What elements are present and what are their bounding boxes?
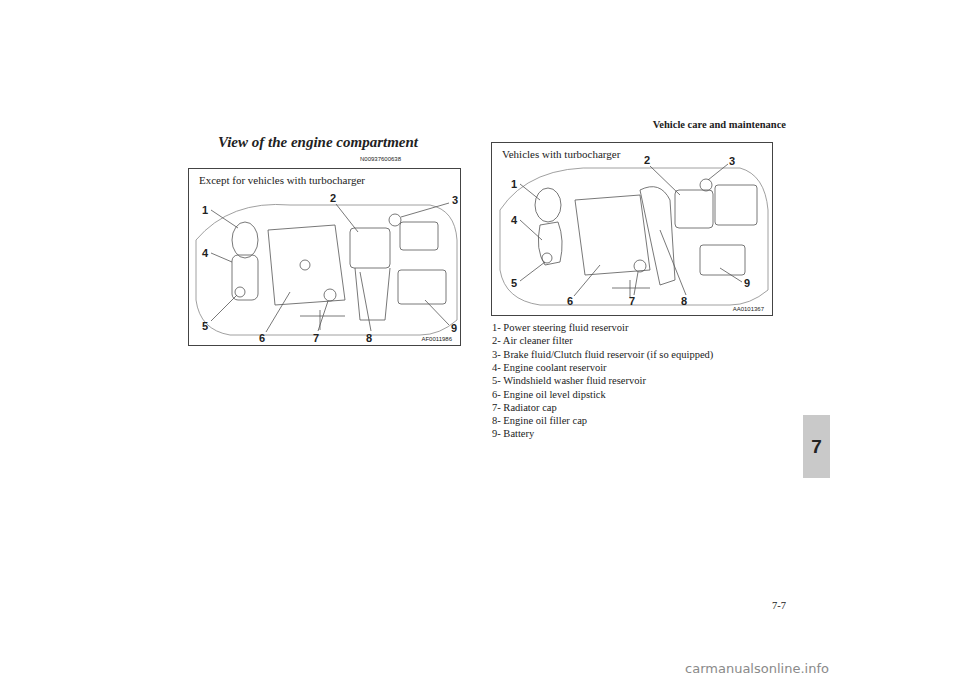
callout-number: 9 xyxy=(744,277,750,289)
legend-item: 5- Windshield washer fluid reservoir xyxy=(492,375,646,386)
watermark: carmanualsonline.info xyxy=(685,661,829,676)
page-number: 7-7 xyxy=(772,600,786,611)
chapter-tab: 7 xyxy=(803,415,830,478)
callout-number: 5 xyxy=(202,320,208,332)
figure-code: AA0101367 xyxy=(733,306,764,312)
callout-number: 8 xyxy=(366,332,372,344)
running-header: Vehicle care and maintenance xyxy=(653,119,786,130)
callout-number: 9 xyxy=(451,322,457,334)
chapter-number: 7 xyxy=(811,436,822,458)
legend-item: 2- Air cleaner filter xyxy=(492,335,573,346)
callout-number: 3 xyxy=(729,155,735,167)
legend-item: 1- Power steering fluid reservoir xyxy=(492,322,628,333)
legend-item: 4- Engine coolant reservoir xyxy=(492,362,607,373)
figure-heading: Vehicles with turbocharger xyxy=(500,148,622,160)
page-title: View of the engine compartment xyxy=(218,134,418,151)
legend-item: 3- Brake fluid/Clutch fluid reservoir (i… xyxy=(492,349,713,360)
callout-number: 1 xyxy=(511,178,517,190)
callout-number: 1 xyxy=(202,204,208,216)
figure-frame: Except for vehicles with turbochargerAF0… xyxy=(188,168,461,346)
callout-number: 5 xyxy=(511,277,517,289)
figure-frame: Vehicles with turbochargerAA0101367 xyxy=(491,142,773,316)
section-code: N00937600638 xyxy=(360,156,401,162)
callout-number: 3 xyxy=(452,194,458,206)
legend-item: 8- Engine oil filler cap xyxy=(492,415,587,426)
callout-number: 8 xyxy=(681,295,687,307)
callout-number: 6 xyxy=(567,295,573,307)
legend-item: 6- Engine oil level dipstick xyxy=(492,389,606,400)
callout-number: 4 xyxy=(202,247,208,259)
callout-number: 6 xyxy=(259,332,265,344)
legend-item: 7- Radiator cap xyxy=(492,402,557,413)
figure-heading: Except for vehicles with turbocharger xyxy=(197,174,367,186)
legend-item: 9- Battery xyxy=(492,428,534,439)
callout-number: 2 xyxy=(644,154,650,166)
callout-number: 2 xyxy=(330,192,336,204)
callout-number: 4 xyxy=(511,214,517,226)
callout-number: 7 xyxy=(313,332,319,344)
callout-number: 7 xyxy=(629,295,635,307)
figure-code: AF0011986 xyxy=(421,336,452,342)
